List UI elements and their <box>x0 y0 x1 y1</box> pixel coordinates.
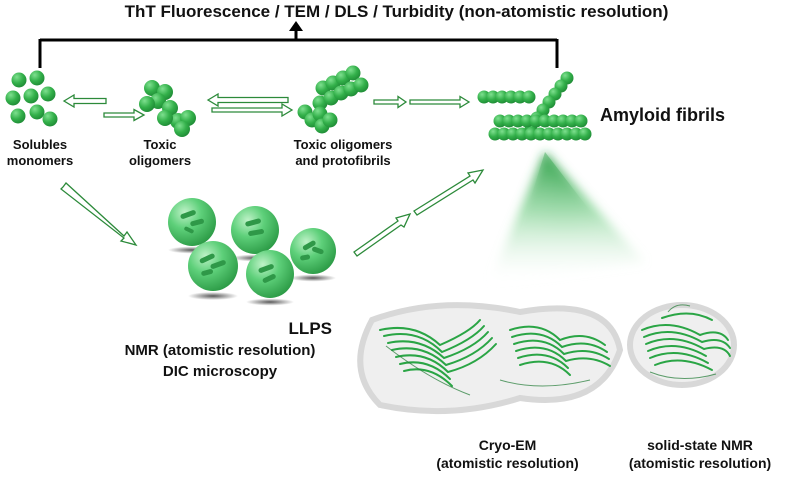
llps-method-dic: DIC microscopy <box>162 363 278 380</box>
zoom-cone <box>488 152 645 285</box>
protofibrils-label: Toxic oligomers and protofibrils <box>268 137 418 170</box>
llps-droplets <box>168 198 336 306</box>
cryo-em-label: Cryo-EM (atomistic resolution) <box>405 437 610 472</box>
monomers-label: Solubles monomers <box>0 137 80 170</box>
fibrils-label: Amyloid fibrils <box>600 105 726 125</box>
cryo-em-label-line1: Cryo-EM <box>478 437 537 453</box>
droplet <box>246 250 294 306</box>
oligomers-cluster <box>139 80 196 137</box>
protofibrils-label-line2: and protofibrils <box>295 153 391 169</box>
ssnmr-label: solid-state NMR (atomistic resolution) <box>605 437 793 472</box>
droplet <box>290 228 336 282</box>
protofibrils-label-line1: Toxic oligomers <box>293 137 393 152</box>
oligomers-label-line1: Toxic <box>143 137 177 152</box>
oligomers-label-line2: oligomers <box>128 153 192 169</box>
equilibrium-arrows-oligomer-protofibril <box>206 92 294 118</box>
llps-method-nmr: NMR (atomistic resolution) <box>124 342 316 359</box>
oligomers-label: Toxic oligomers <box>120 137 200 170</box>
monomers-label-line2: monomers <box>6 153 74 169</box>
page-title: ThT Fluorescence / TEM / DLS / Turbidity… <box>124 2 669 21</box>
arrows-llps-to-fibril <box>353 169 485 257</box>
equilibrium-arrows-monomer-oligomer <box>62 93 146 122</box>
ssnmr-label-line1: solid-state NMR <box>647 437 753 453</box>
arrow-monomer-to-llps <box>60 182 138 247</box>
bracket-connector <box>38 21 559 68</box>
amyloid-fibrils <box>477 71 592 141</box>
up-arrow-icon <box>289 21 303 31</box>
cryo-em-structure <box>357 302 624 415</box>
monomers-cluster <box>5 70 58 127</box>
llps-label: LLPS <box>288 319 332 338</box>
protofibrils-cluster <box>297 65 369 134</box>
monomers-label-line1: Solubles <box>12 137 68 152</box>
cryo-em-label-line2: (atomistic resolution) <box>436 454 579 471</box>
arrows-protofibril-fibril <box>373 95 471 109</box>
droplet <box>188 241 238 300</box>
ssnmr-structure <box>627 302 737 388</box>
arrows <box>60 92 485 257</box>
ssnmr-label-line2: (atomistic resolution) <box>628 454 772 471</box>
